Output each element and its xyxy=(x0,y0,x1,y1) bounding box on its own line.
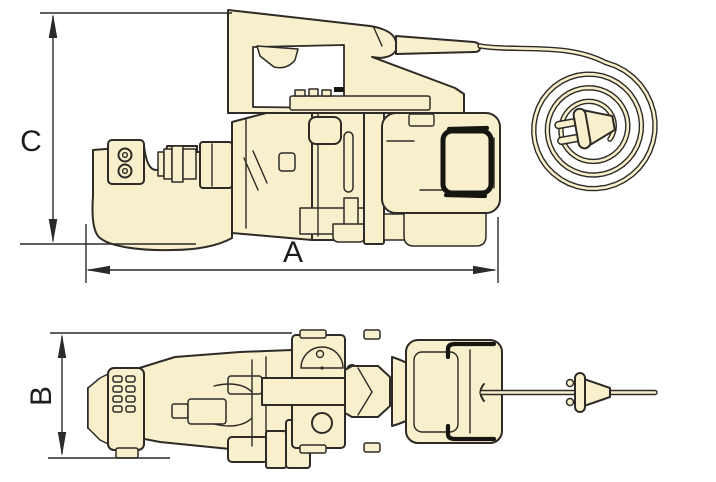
top-bolt-cluster xyxy=(171,375,263,427)
top-view-head xyxy=(87,349,311,469)
release-slot xyxy=(343,131,354,193)
dimension-label-b: B xyxy=(25,386,58,406)
top-view-motor-housing xyxy=(405,339,503,444)
dimension-c: C xyxy=(20,12,232,245)
cord-sleeve xyxy=(395,35,481,55)
dimension-label-a: A xyxy=(283,236,303,269)
adjust-bolt-assembly xyxy=(157,145,197,183)
valve-boss xyxy=(308,116,342,145)
top-view-power-cord xyxy=(479,372,658,413)
clamp-block xyxy=(291,329,381,454)
side-view: C A xyxy=(20,9,658,283)
trigger xyxy=(256,45,299,69)
cutting-head xyxy=(91,139,233,252)
head-support-block xyxy=(199,141,233,189)
rubber-bumper-frame xyxy=(440,125,494,199)
motor-housing xyxy=(381,112,501,214)
dimension-a: A xyxy=(85,217,499,283)
dimension-label-c: C xyxy=(20,125,42,158)
power-plug-side-icon xyxy=(565,372,611,413)
grip-pad xyxy=(107,367,145,459)
top-view: B xyxy=(25,329,658,469)
blade-holder-block xyxy=(107,139,145,185)
power-plug-icon xyxy=(554,107,616,150)
dimension-b: B xyxy=(25,332,292,459)
power-cord-spiral xyxy=(477,43,658,192)
pump-top-plate xyxy=(289,87,431,193)
